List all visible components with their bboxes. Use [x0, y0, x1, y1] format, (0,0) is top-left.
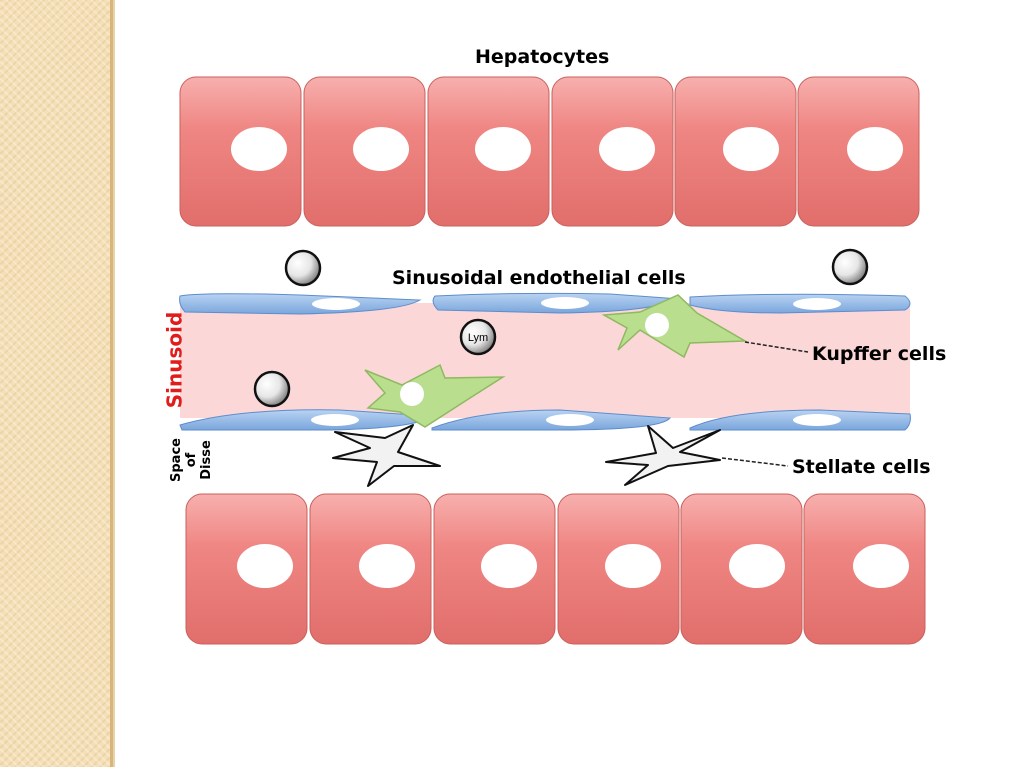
hepatocyte [797, 76, 920, 227]
lymphocyte-label: Lym [468, 332, 488, 344]
kupffer-cell [601, 294, 748, 359]
hepatocyte-nucleus [605, 544, 661, 588]
stellate-cells-label: Stellate cells [792, 456, 931, 478]
hepatocyte-nucleus [853, 544, 909, 588]
endothelial-cell [431, 409, 672, 431]
endothelial-nucleus [793, 414, 841, 426]
hepatocyte-nucleus [599, 127, 655, 171]
hepatocytes-label: Hepatocytes [475, 46, 610, 68]
hepatocyte [433, 493, 556, 645]
endothelial-cell [689, 293, 911, 314]
hepatocyte-nucleus [231, 127, 287, 171]
hepatocyte-row-top [179, 76, 920, 227]
hepatocyte [185, 493, 308, 645]
hepatocyte-nucleus [237, 544, 293, 588]
lymphocyte-sphere [459, 318, 497, 356]
hepatocyte [179, 76, 302, 227]
kupffer-cells-label: Kupffer cells [812, 343, 947, 365]
hepatocyte [303, 76, 426, 227]
endothelial-row-top [179, 292, 911, 315]
kupffer-nucleus [400, 382, 424, 406]
hepatocyte-nucleus [723, 127, 779, 171]
hepatocyte [557, 493, 680, 645]
blood-cell-sphere [284, 249, 322, 287]
endothelial-nucleus [541, 297, 589, 309]
hepatocyte-nucleus [729, 544, 785, 588]
stellate-cell [332, 424, 441, 487]
endothelial-cell [689, 409, 911, 431]
endothelial-nucleus [311, 414, 359, 426]
endothelial-nucleus [793, 298, 841, 310]
stellate-cell [605, 425, 721, 486]
endothelial-row-bottom [179, 409, 911, 431]
hepatocyte-nucleus [353, 127, 409, 171]
sinusoidal-endothelial-cells-label: Sinusoidal endothelial cells [392, 267, 686, 289]
hepatocyte-nucleus [481, 544, 537, 588]
space-of-disse-label: Space of Disse [169, 430, 215, 490]
hepatocyte [803, 493, 926, 645]
space-of-disse-line: of [184, 452, 199, 468]
kupffer-nucleus [645, 313, 669, 337]
hepatocyte [680, 493, 803, 645]
space-of-disse-line: Space [169, 438, 184, 482]
blood-cell-sphere [831, 248, 869, 286]
hepatocyte-nucleus [359, 544, 415, 588]
sinusoid-label: Sinusoid [162, 311, 187, 409]
blood-cell-sphere [253, 370, 291, 408]
endothelial-cell [179, 293, 422, 315]
hepatocyte [309, 493, 432, 645]
sinusoid-lumen [180, 303, 910, 418]
hepatocyte [674, 76, 797, 227]
hepatocyte [427, 76, 550, 227]
endothelial-cell [179, 409, 432, 431]
endothelial-nucleus [546, 414, 594, 426]
kupffer-leader-line [744, 341, 809, 353]
slide-border [113, 0, 115, 767]
space-of-disse-line: Disse [199, 440, 214, 480]
hepatocyte-row-bottom [185, 493, 926, 645]
decorative-side-panel [0, 0, 113, 767]
kupffer-cell [364, 363, 506, 428]
stellate-leader-line [721, 457, 789, 467]
hepatocyte-nucleus [475, 127, 531, 171]
hepatocyte [551, 76, 674, 227]
endothelial-nucleus [312, 298, 360, 310]
hepatocyte-nucleus [847, 127, 903, 171]
